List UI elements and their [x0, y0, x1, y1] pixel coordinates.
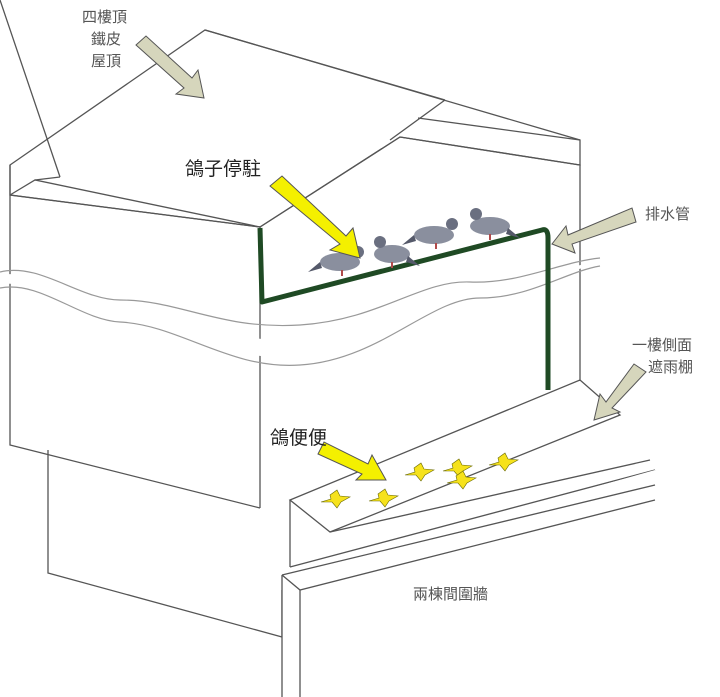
roof-label-line1: 四樓頂 — [82, 8, 127, 26]
canopy-label-line2: 遮雨棚 — [648, 358, 693, 376]
wall — [281, 470, 656, 697]
pigeon-icon — [402, 218, 458, 249]
lower-building — [47, 450, 283, 638]
roof-label-line3: 屋頂 — [91, 52, 121, 70]
arrow-icon — [593, 363, 647, 421]
arrow-icon — [269, 175, 361, 259]
upper-building — [9, 136, 581, 509]
drain-pipe — [257, 227, 551, 390]
break-band — [0, 257, 601, 366]
pigeons-perch-label: 鴿子停駐 — [185, 158, 261, 180]
drain-pipe-label: 排水管 — [645, 205, 690, 223]
arrow-icon — [317, 441, 387, 481]
pigeon-icon — [470, 208, 520, 240]
dropping-icon — [320, 452, 519, 509]
arrow-icon — [135, 35, 205, 99]
canopy — [288, 379, 656, 568]
canopy-label-line1: 一樓側面 — [632, 336, 692, 354]
pigeon-icon — [374, 236, 420, 268]
arrow-icon — [551, 207, 637, 254]
wall-label: 兩棟間圍牆 — [413, 585, 488, 603]
roof-label-line2: 鐵皮 — [91, 30, 121, 48]
droppings-label: 鴿便便 — [270, 427, 327, 449]
